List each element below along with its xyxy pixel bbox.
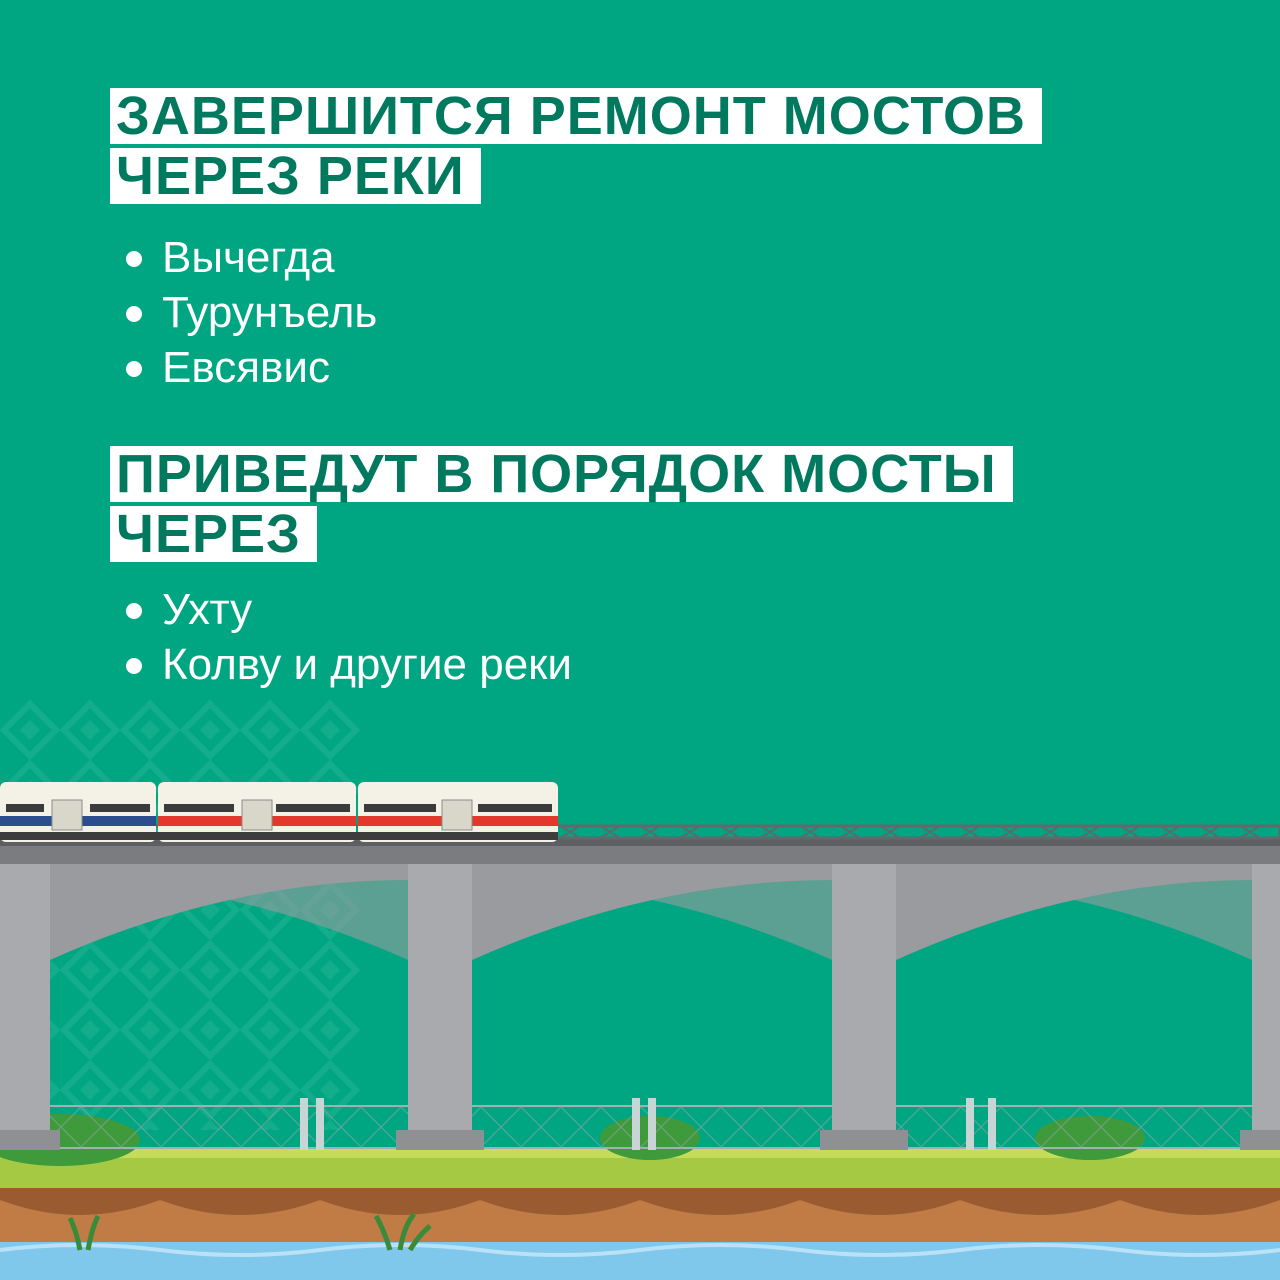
bridge-illustration (0, 782, 1280, 1280)
rivers-list-2: Ухту Колву и другие реки (122, 582, 572, 692)
bridge-arches (50, 860, 1252, 960)
list-item-label: Евсявис (162, 343, 331, 392)
heading-bridges-restore: ПРИВЕДУТ В ПОРЯДОК МОСТЫ ЧЕРЕЗ (110, 446, 1013, 566)
list-item: Турунъель (122, 285, 377, 340)
heading-line: ЗАВЕРШИТСЯ РЕМОНТ МОСТОВ (110, 88, 1043, 144)
list-item: Евсявис (122, 340, 377, 395)
bullet-icon (126, 306, 142, 322)
heading-line: ЧЕРЕЗ (110, 506, 317, 562)
bullet-icon (126, 361, 142, 377)
bullet-icon (126, 603, 142, 619)
list-item: Вычегда (122, 230, 377, 285)
cliff-shading (0, 1180, 1280, 1215)
heading-line: ПРИВЕДУТ В ПОРЯДОК МОСТЫ (110, 446, 1013, 502)
fence-posts (300, 1098, 996, 1150)
heading-bridge-repair-complete: ЗАВЕРШИТСЯ РЕМОНТ МОСТОВ ЧЕРЕЗ РЕКИ (110, 88, 1043, 208)
rivers-list-1: Вычегда Турунъель Евсявис (122, 230, 377, 395)
bullet-icon (126, 658, 142, 674)
heading-line: ЧЕРЕЗ РЕКИ (110, 148, 481, 204)
water-wave (0, 1243, 1280, 1257)
train-doors (51, 799, 473, 831)
list-item-label: Вычегда (162, 233, 335, 282)
river-water (0, 1238, 1280, 1280)
list-item-label: Колву и другие реки (162, 640, 572, 689)
list-item-label: Турунъель (162, 288, 378, 337)
pillar-bases (0, 1130, 1280, 1150)
railing-crosses (559, 825, 1261, 839)
list-item: Колву и другие реки (122, 637, 572, 692)
reeds (67, 1212, 432, 1252)
list-item-label: Ухту (162, 585, 253, 634)
list-item: Ухту (122, 582, 572, 637)
train-windows (6, 804, 552, 812)
train (0, 782, 558, 842)
bridge-deck (0, 842, 1280, 864)
bridge-pillars (0, 860, 1280, 1140)
bridge-deck-edge (0, 838, 1280, 846)
bullet-icon (126, 251, 142, 267)
